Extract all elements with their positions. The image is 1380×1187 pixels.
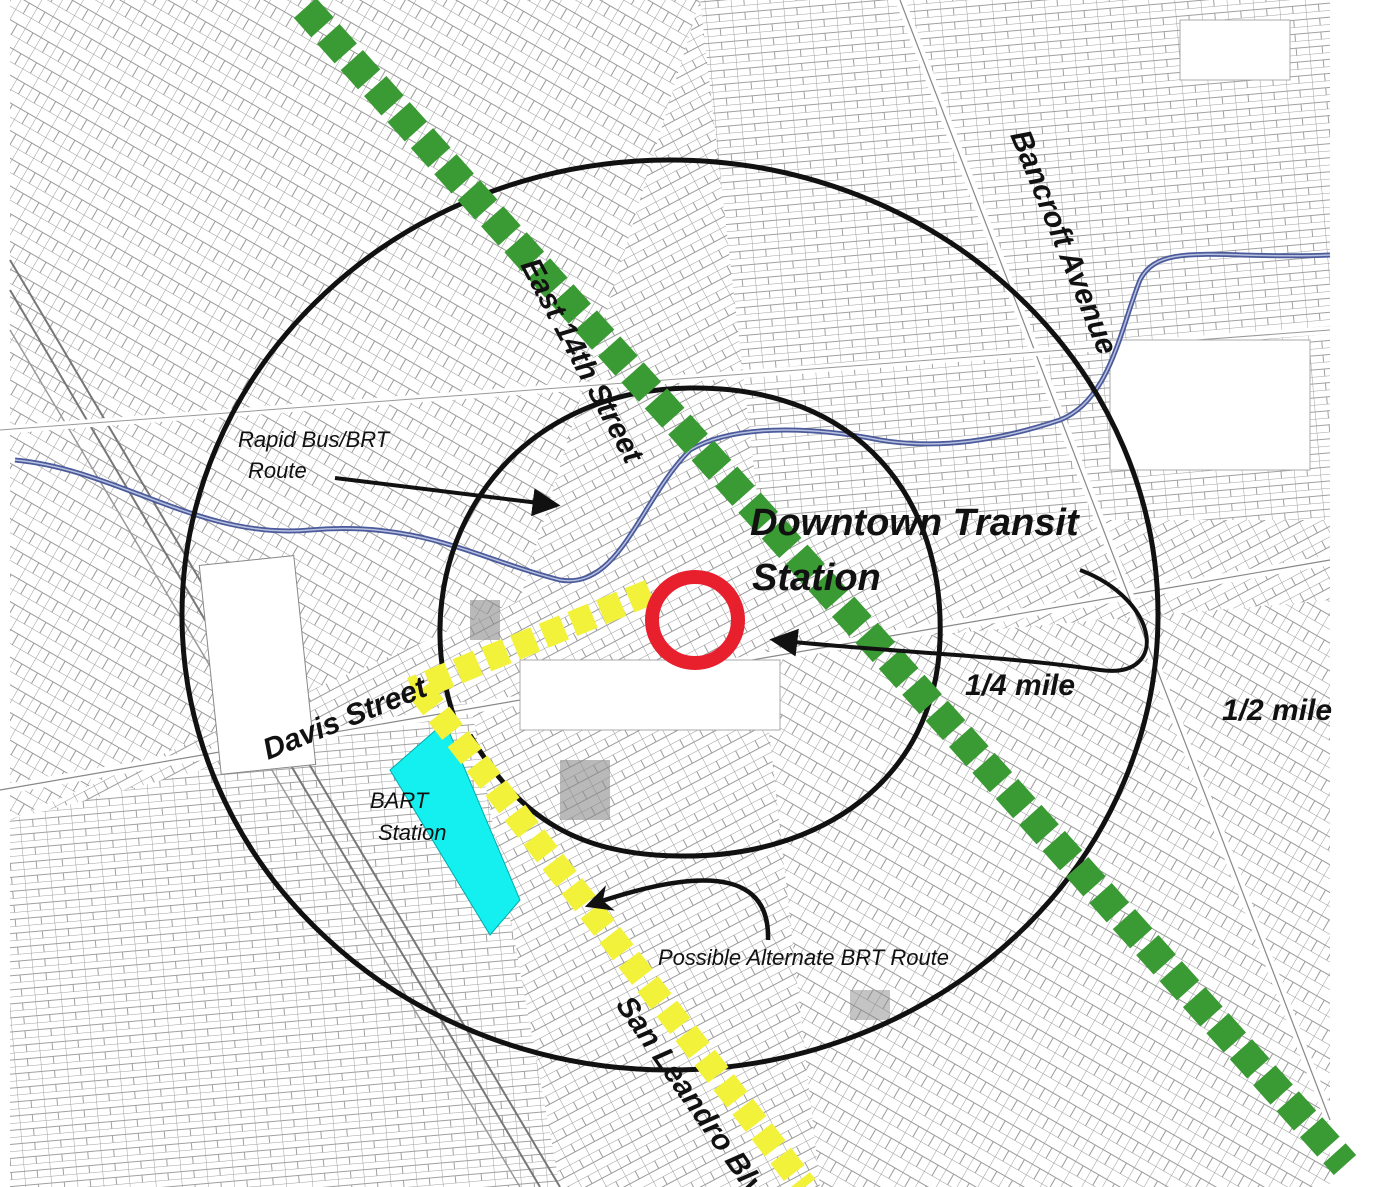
rapid-bus-label-line2: Route xyxy=(248,458,307,483)
station-ring-icon[interactable] xyxy=(645,570,745,670)
alternate-route-label: Possible Alternate BRT Route xyxy=(658,945,949,970)
half-mile-ring xyxy=(179,157,1161,1073)
brt-route xyxy=(293,0,1357,1176)
street-grid xyxy=(0,0,1331,1187)
alternate-brt-route xyxy=(407,579,816,1187)
downtown-station-label-line1: Downtown Transit xyxy=(750,502,1080,544)
quarter-mile-arrow xyxy=(769,568,1149,673)
alternate-route-arrow xyxy=(584,878,771,941)
rapid-bus-arrow xyxy=(334,476,561,517)
bart-station-icon[interactable] xyxy=(389,721,521,936)
bart-station-label-line1: BART xyxy=(370,788,430,813)
downtown-station-label-line2: Station xyxy=(752,557,881,599)
rapid-bus-label-line1: Rapid Bus/BRT xyxy=(238,427,391,452)
bart-station-label-line2: Station xyxy=(378,820,447,845)
half-mile-label: 1/2 mile xyxy=(1222,694,1332,727)
quarter-mile-ring xyxy=(437,385,943,859)
quarter-mile-label: 1/4 mile xyxy=(965,669,1075,702)
